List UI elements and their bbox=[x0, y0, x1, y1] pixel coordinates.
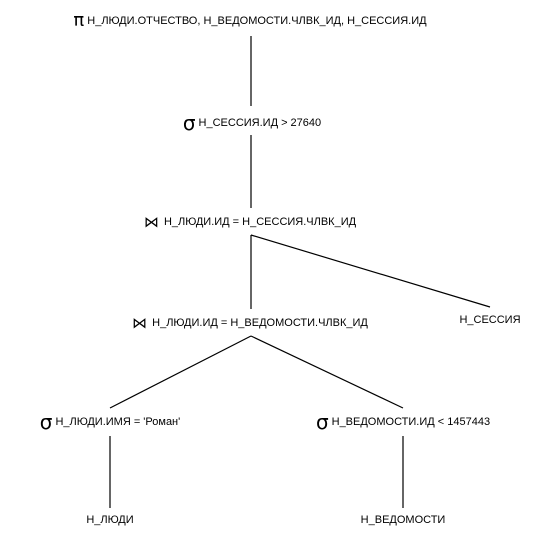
select-session-label: Н_СЕССИЯ.ИД > 27640 bbox=[198, 117, 322, 129]
edge-join-vedomosti-select-name bbox=[109, 335, 252, 409]
table-session-node: Н_СЕССИЯ bbox=[459, 312, 520, 328]
table-session-label: Н_СЕССИЯ bbox=[459, 314, 521, 326]
join-vedomosti-symbol: ⋈ bbox=[132, 314, 148, 332]
select-name-symbol: σ bbox=[39, 410, 53, 434]
join-session-symbol: ⋈ bbox=[143, 213, 159, 231]
select-vedomosti-node: σ Н_ВЕДОМОСТИ.ИД < 1457443 bbox=[316, 412, 490, 432]
select-vedomosti-symbol: σ bbox=[315, 410, 329, 434]
table-people-node: Н_ЛЮДИ bbox=[86, 512, 133, 528]
projection-symbol: π bbox=[73, 10, 85, 31]
join-session-label: Н_ЛЮДИ.ИД = Н_СЕССИЯ.ЧЛВК_ИД bbox=[163, 216, 357, 228]
select-vedomosti-label: Н_ВЕДОМОСТИ.ИД < 1457443 bbox=[331, 416, 491, 428]
select-name-label: Н_ЛЮДИ.ИМЯ = 'Роман' bbox=[55, 416, 181, 428]
table-vedomosti-node: Н_ВЕДОМОСТИ bbox=[361, 512, 446, 528]
edge-join-vedomosti-select-vedomosti bbox=[250, 335, 404, 409]
table-people-label: Н_ЛЮДИ bbox=[86, 514, 134, 526]
projection-label: Н_ЛЮДИ.ОТЧЕСТВО, Н_ВЕДОМОСТИ.ЧЛВК_ИД, Н_… bbox=[87, 15, 427, 27]
join-vedomosti-label: Н_ЛЮДИ.ИД = Н_ВЕДОМОСТИ.ЧЛВК_ИД bbox=[152, 317, 368, 329]
join-session-node: ⋈ Н_ЛЮДИ.ИД = Н_СЕССИЯ.ЧЛВК_ИД bbox=[144, 212, 356, 232]
projection-node: π Н_ЛЮДИ.ОТЧЕСТВО, Н_ВЕДОМОСТИ.ЧЛВК_ИД, … bbox=[73, 11, 426, 31]
select-session-node: σ Н_СЕССИЯ.ИД > 27640 bbox=[183, 113, 321, 133]
join-vedomosti-node: ⋈ Н_ЛЮДИ.ИД = Н_ВЕДОМОСТИ.ЧЛВК_ИД bbox=[132, 313, 368, 333]
edge-join-session-table-session bbox=[250, 234, 491, 308]
select-session-symbol: σ bbox=[182, 111, 196, 135]
table-vedomosti-label: Н_ВЕДОМОСТИ bbox=[360, 514, 446, 526]
select-name-node: σ Н_ЛЮДИ.ИМЯ = 'Роман' bbox=[40, 412, 181, 432]
